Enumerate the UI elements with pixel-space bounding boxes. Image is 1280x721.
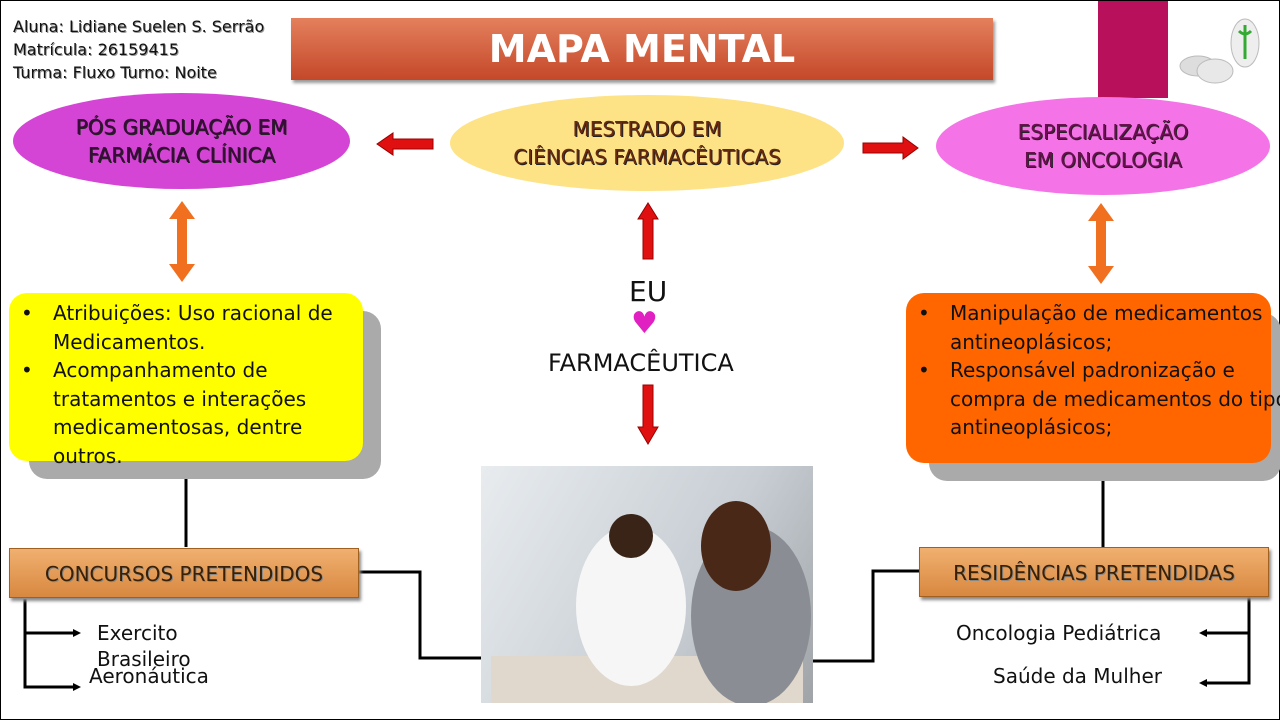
concurso-item: Aeronáutica [89, 664, 209, 688]
student-name: Aluna: Lidiane Suelen S. Serrão [13, 17, 265, 36]
student-matricula: Matrícula: 26159415 [13, 40, 180, 59]
arrow-down [637, 384, 659, 445]
decorative-bar [1098, 1, 1168, 98]
student-info: Aluna: Lidiane Suelen S. Serrão Matrícul… [13, 15, 264, 84]
arrow-updown-right [1088, 203, 1114, 284]
list-item: Atribuições: Uso racional de Medicamento… [19, 299, 353, 356]
student-turma: Turma: Fluxo Turno: Noite [13, 63, 217, 82]
concursos-label: CONCURSOS PRETENDIDOS [9, 548, 359, 598]
concurso-item: Exercito Brasileiro [97, 621, 191, 671]
left-box: Atribuições: Uso racional de Medicamento… [9, 293, 363, 468]
page-title: MAPA MENTAL [291, 18, 993, 80]
arrow-up [637, 202, 659, 260]
list-item: Responsável padronização e compra de med… [916, 356, 1280, 442]
right-box: Manipulação de medicamentos antineoplási… [906, 293, 1280, 463]
residencia-item: Saúde da Mulher [993, 664, 1162, 688]
photo-pharmacist-patient [481, 466, 813, 706]
arrow-left [376, 132, 434, 156]
arrow-right [862, 136, 919, 160]
list-item: Acompanhamento de tratamentos e interaçõ… [19, 356, 353, 470]
heart-icon: ♥ [631, 306, 658, 341]
residencia-item: Oncologia Pediátrica [956, 621, 1162, 645]
arrow-updown-left [169, 201, 195, 282]
pills-icon [1173, 11, 1273, 96]
center-eu: EU [629, 275, 668, 308]
residencias-label: RESIDÊNCIAS PRETENDIDAS [919, 547, 1269, 597]
list-item: Manipulação de medicamentos antineoplási… [916, 299, 1280, 356]
center-farmaceutica: FARMACÊUTICA [548, 349, 734, 377]
